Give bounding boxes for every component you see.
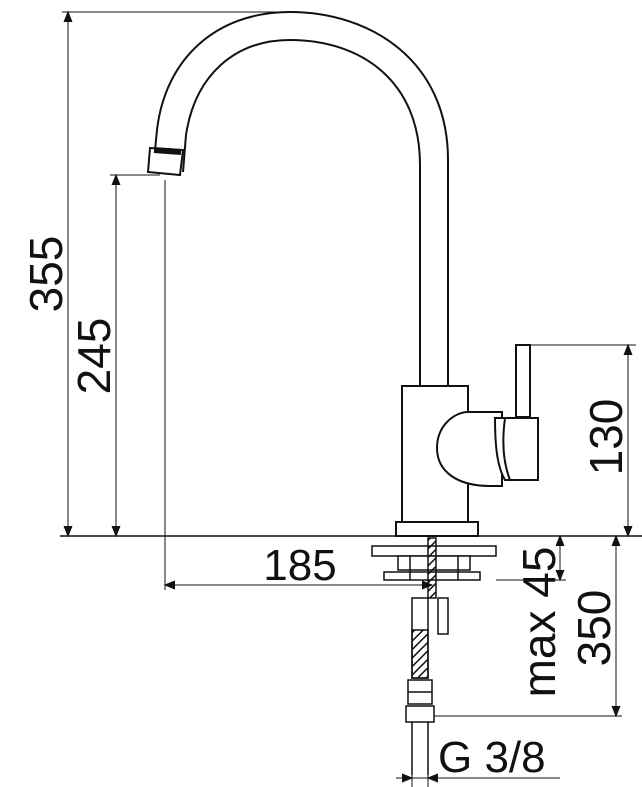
handle-detail (502, 417, 511, 481)
threaded-rod (427, 537, 437, 599)
handle-knob (493, 417, 539, 481)
handle-lever (515, 344, 531, 418)
aerator (153, 147, 182, 155)
label-thread: G 3/8 (438, 733, 546, 782)
faucet-outline (146, 10, 539, 537)
hose-fitting (405, 705, 435, 723)
fixing-assembly (371, 537, 497, 775)
base-collar (395, 521, 479, 537)
handle-joint (435, 411, 503, 487)
label-130: 130 (580, 399, 632, 476)
label-185: 185 (263, 541, 336, 590)
label-355: 355 (20, 236, 72, 313)
label-max-45: max 45 (513, 547, 565, 698)
spout-outer (152, 10, 449, 386)
dimension-lines (62, 10, 636, 787)
label-350: 350 (568, 590, 620, 667)
spout-inner (182, 38, 421, 386)
label-245: 245 (68, 318, 120, 395)
